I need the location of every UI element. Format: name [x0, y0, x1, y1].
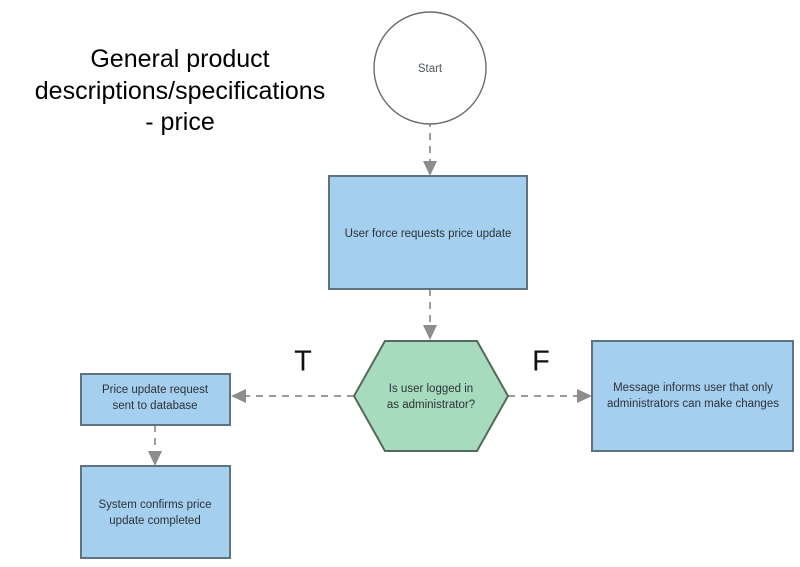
- node-price-update-request-line1: Price update request: [102, 384, 209, 396]
- node-decision-admin-line2: as administrator?: [387, 399, 475, 411]
- node-user-force-requests[interactable]: User force requests price update: [328, 175, 528, 290]
- node-system-confirms-line1: System confirms price: [98, 499, 211, 511]
- connector-request-to-decision: [423, 289, 437, 340]
- connector-decision-to-message: [508, 389, 592, 403]
- node-decision-admin-line1: Is user logged in: [389, 383, 473, 395]
- node-system-confirms-line2: update completed: [109, 515, 200, 527]
- node-price-update-request[interactable]: Price update request sent to database: [80, 373, 231, 426]
- node-message-informs-user-line2: administrators can make changes: [607, 398, 779, 410]
- node-user-force-requests-label: User force requests price update: [345, 228, 512, 240]
- node-price-update-request-line2: sent to database: [112, 400, 197, 412]
- node-start-label: Start: [418, 63, 443, 75]
- connector-decision-to-database: [231, 389, 354, 403]
- node-message-informs-user[interactable]: Message informs user that only administr…: [591, 340, 794, 452]
- diagram-title: General product descriptions/specificati…: [34, 45, 326, 136]
- node-system-confirms[interactable]: System confirms price update completed: [80, 465, 231, 559]
- node-start[interactable]: Start: [373, 11, 487, 125]
- connector-start-to-request: [423, 120, 437, 176]
- connector-database-to-confirm: [148, 425, 162, 466]
- branch-label-true: T: [294, 346, 312, 378]
- node-message-informs-user-line1: Message informs user that only: [613, 382, 773, 394]
- node-decision-admin[interactable]: Is user logged in as administrator?: [352, 340, 510, 452]
- branch-label-false: F: [532, 346, 550, 378]
